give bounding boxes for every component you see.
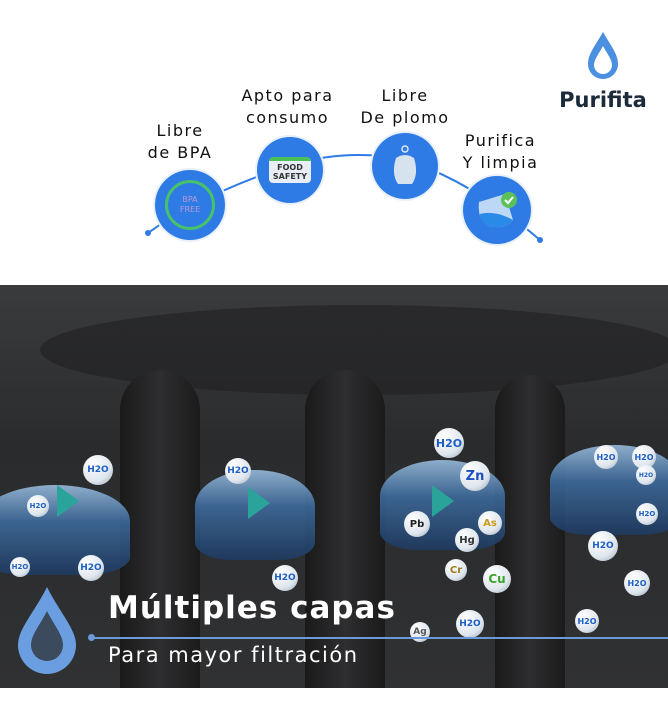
water-drop-icon	[18, 587, 76, 674]
divider-line	[90, 637, 668, 639]
flow-arrow-icon	[248, 487, 270, 519]
badge-text: BPA	[182, 195, 198, 204]
bpa-free-icon: BPA FREE	[155, 170, 225, 240]
label-line: Purifica	[464, 131, 537, 150]
feature-label-purify: Purifica Y limpia	[448, 130, 553, 174]
h2o-bubble: H2O	[434, 428, 464, 458]
arsenic-bubble: As	[478, 511, 502, 535]
h2o-bubble: H2O	[83, 455, 113, 485]
feature-connector-curve	[145, 154, 543, 243]
badge-text: FOOD	[277, 163, 303, 172]
h2o-bubble: H2O	[272, 565, 298, 591]
food-safety-icon: FOOD SAFETY	[257, 137, 323, 203]
h2o-bubble: H2O	[594, 445, 618, 469]
filter-layer	[495, 375, 565, 688]
chromium-bubble: Cr	[445, 559, 467, 581]
lead-weight-icon	[372, 133, 438, 199]
h2o-bubble: H2O	[78, 555, 104, 581]
feature-label-lead: Libre De plomo	[345, 85, 465, 129]
label-line: De plomo	[360, 108, 450, 127]
badge-text: FREE	[179, 205, 201, 214]
h2o-bubble: H2O	[636, 503, 658, 525]
copper-bubble: Cu	[483, 565, 511, 593]
h2o-bubble: H2O	[588, 531, 618, 561]
brand-name: Purifita	[559, 88, 647, 112]
filter-layer	[305, 370, 385, 688]
banner-subtitle: Para mayor filtración	[108, 643, 359, 667]
filter-layer	[120, 370, 200, 688]
h2o-bubble: H2O	[27, 495, 49, 517]
h2o-bubble: H2O	[624, 570, 650, 596]
feature-label-food: Apto para consumo	[225, 85, 350, 129]
zinc-bubble: Zn	[460, 461, 490, 491]
filtration-banner: H2O H2O H2O H2O H2O H2O H2O H2O H2O H2O …	[0, 285, 668, 688]
label-line: Apto para	[241, 86, 334, 105]
h2o-bubble: H2O	[456, 610, 484, 638]
label-line: Y limpia	[462, 153, 539, 172]
h2o-bubble: H2O	[636, 465, 656, 485]
label-line: consumo	[245, 108, 330, 127]
features-section: Purifita Libre de BPA BPA FREE Apto para…	[0, 0, 668, 285]
mercury-bubble: Hg	[455, 528, 479, 552]
h2o-bubble: H2O	[225, 458, 251, 484]
lead-bubble: Pb	[404, 511, 430, 537]
banner-title: Múltiples capas	[108, 590, 396, 626]
label-line: Libre	[381, 86, 429, 105]
badge-text: SAFETY	[272, 172, 308, 181]
water-drop-check-icon	[463, 176, 531, 244]
label-line: Libre	[156, 121, 204, 140]
h2o-bubble: H2O	[10, 557, 30, 577]
divider-dot	[88, 634, 95, 641]
silver-bubble: Ag	[410, 622, 430, 642]
flow-arrow-icon	[432, 485, 454, 517]
brand-logo: Purifita	[548, 30, 658, 112]
flow-arrow-icon	[57, 485, 79, 517]
feature-label-bpa: Libre de BPA	[130, 120, 230, 164]
h2o-bubble: H2O	[575, 609, 599, 633]
water-drop-logo-icon	[588, 32, 618, 79]
label-line: de BPA	[147, 143, 213, 162]
